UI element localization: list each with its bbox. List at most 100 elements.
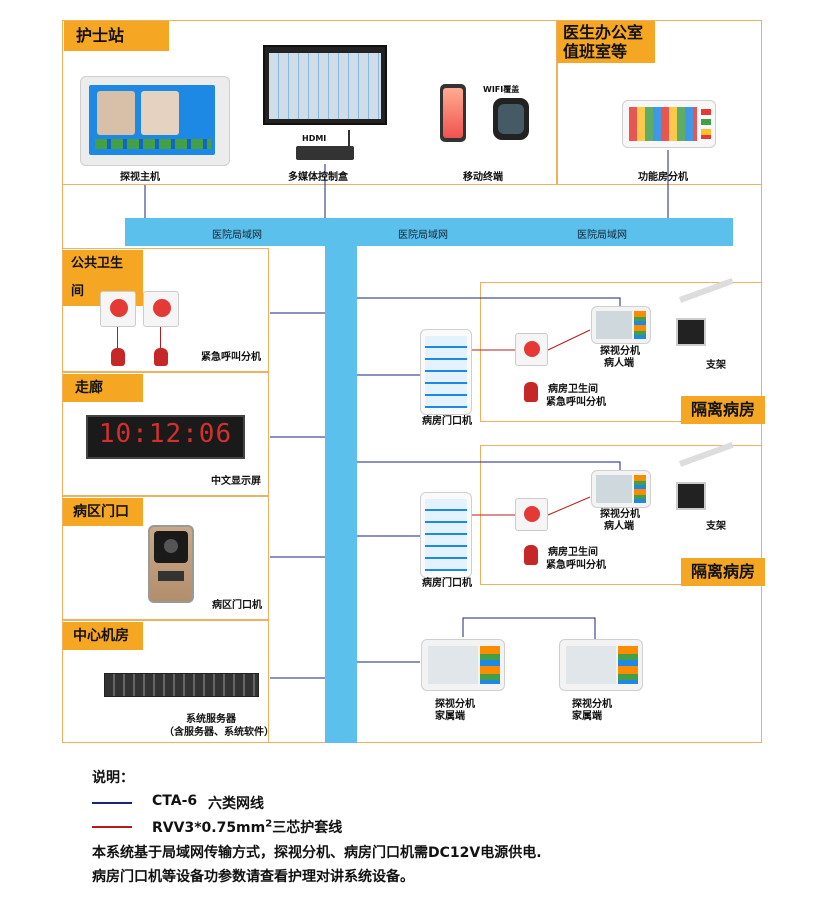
ward-door-device [148,525,194,603]
server-label-line1: 系统服务器 [186,714,236,725]
phone-screen [443,88,463,138]
patient-unit-device-2 [591,470,651,508]
family-unit-panel-2 [618,646,638,684]
ward-door-keypad [158,571,184,581]
corridor-title: 走廊 [63,374,143,402]
patient-unit-label-1b: 病人端 [604,358,634,369]
patient-unit-panel-2 [634,475,646,503]
media-monitor [263,45,387,125]
media-box-antenna [348,130,350,146]
emergency-call-unit-1 [100,291,136,327]
legend-rvv-line [92,826,132,828]
wifi-label: WIFI覆盖 [483,85,520,94]
family-unit-device-2 [559,639,643,691]
line-room1 [357,297,621,310]
room-door-label-1: 病房门口机 [422,416,472,427]
family-unit-device-1 [421,639,505,691]
line-room2 [357,461,621,475]
visit-host-face-1 [97,91,135,135]
ward-door-title: 病区门口 [63,498,143,526]
toilet-call-label-1b: 紧急呼叫分机 [546,397,606,408]
media-monitor-grid [269,53,381,119]
family-unit-screen-1 [428,646,478,684]
bracket-screen-1 [676,318,706,346]
toilet-call-button-2 [524,506,540,522]
ward-door-frame [62,496,269,620]
family-unit-label-2a: 探视分机 [572,699,612,710]
function-room-device [622,100,716,148]
legend-note-2: 病房门口机等设备功参数请查看护理对讲系统设备。 [92,869,414,885]
family-unit-screen-2 [566,646,616,684]
doctor-office-title-line1: 医生办公室 [563,23,644,42]
patient-unit-label-1a: 探视分机 [600,346,640,357]
family-unit-label-1a: 探视分机 [435,699,475,710]
visit-host-device [80,76,230,166]
hdmi-label: HDMI [302,134,327,143]
legend-title: 说明： [92,770,134,786]
function-room-screen [629,107,697,141]
room-door-device-2 [420,492,472,578]
ward-door-camera-lens [164,539,178,553]
watch-screen [498,104,524,134]
room-door-label-2: 病房门口机 [422,578,472,589]
visit-host-buttons [95,139,211,149]
room-door-screen-1 [425,336,467,408]
pull-cord-1 [117,327,118,349]
function-room-keys [701,109,711,139]
watch-device [493,98,529,140]
family-unit-label-1b: 家属端 [435,711,465,722]
phone-device [440,84,466,142]
toilet-call-handle-1 [524,382,538,402]
media-box-label: 多媒体控制盒 [288,172,348,183]
doctor-office-title-line2: 值班室等 [563,42,628,61]
legend-cat6-desc: 六类网线 [208,796,264,812]
emergency-call-unit-2 [143,291,179,327]
toilet-call-unit-2 [515,498,548,531]
lan-label-1: 医院局域网 [212,230,262,241]
media-box-device [296,146,354,160]
emergency-button-1 [110,299,128,317]
legend-rvv-sup: 2 [265,818,273,830]
rvv-room2-b [547,496,591,516]
toilet-call-label-1a: 病房卫生间 [548,384,598,395]
visit-host-label: 探视主机 [120,172,160,183]
rvv-room1-b [547,329,591,351]
legend-rvv: RVV3*0.75mm2三芯护套线 [152,817,342,837]
server-label-line2: （含服务器、系统软件） [164,727,274,738]
function-room-label: 功能房分机 [638,172,688,183]
nurse-station-title: 护士站 [64,21,169,51]
room-door-device-1 [420,329,472,415]
corridor-frame [62,372,269,496]
chinese-display-label: 中文显示屏 [211,476,261,487]
patient-unit-device-1 [591,306,651,344]
server-device [104,673,259,697]
legend-note-1: 本系统基于局域网传输方式，探视分机、病房门口机需DC12V电源供电. [92,845,542,861]
toilet-call-button-1 [524,341,540,357]
led-display [86,415,245,459]
pull-cord-2 [160,327,161,349]
machine-room-title: 中心机房 [63,622,143,650]
pull-handle-1 [111,348,125,366]
toilet-call-label-2b: 紧急呼叫分机 [546,560,606,571]
toilet-call-handle-2 [524,545,538,565]
visit-host-face-2 [141,91,179,135]
lan-vertical-bar [325,246,357,743]
room-door-screen-2 [425,499,467,571]
led-display-time: 10:12:06 [98,419,233,449]
mobile-terminal-label: 移动终端 [463,172,503,183]
bracket-label-2: 支架 [706,521,726,532]
isolation-ward-tag-2: 隔离病房 [681,558,766,586]
bracket-label-1: 支架 [706,360,726,371]
lan-label-2: 医院局域网 [398,230,448,241]
family-unit-label-2b: 家属端 [572,711,602,722]
legend-rvv-text: RVV3*0.75mm [152,820,266,836]
legend-cat6-line [92,802,132,804]
doctor-office-divider [556,20,558,185]
public-toilet-frame [62,248,269,372]
lan-horizontal-bar [125,218,733,246]
patient-unit-screen-1 [596,311,632,339]
toilet-call-label-2a: 病房卫生间 [548,547,598,558]
bracket-screen-2 [676,482,706,510]
ward-door-label: 病区门口机 [212,600,262,611]
